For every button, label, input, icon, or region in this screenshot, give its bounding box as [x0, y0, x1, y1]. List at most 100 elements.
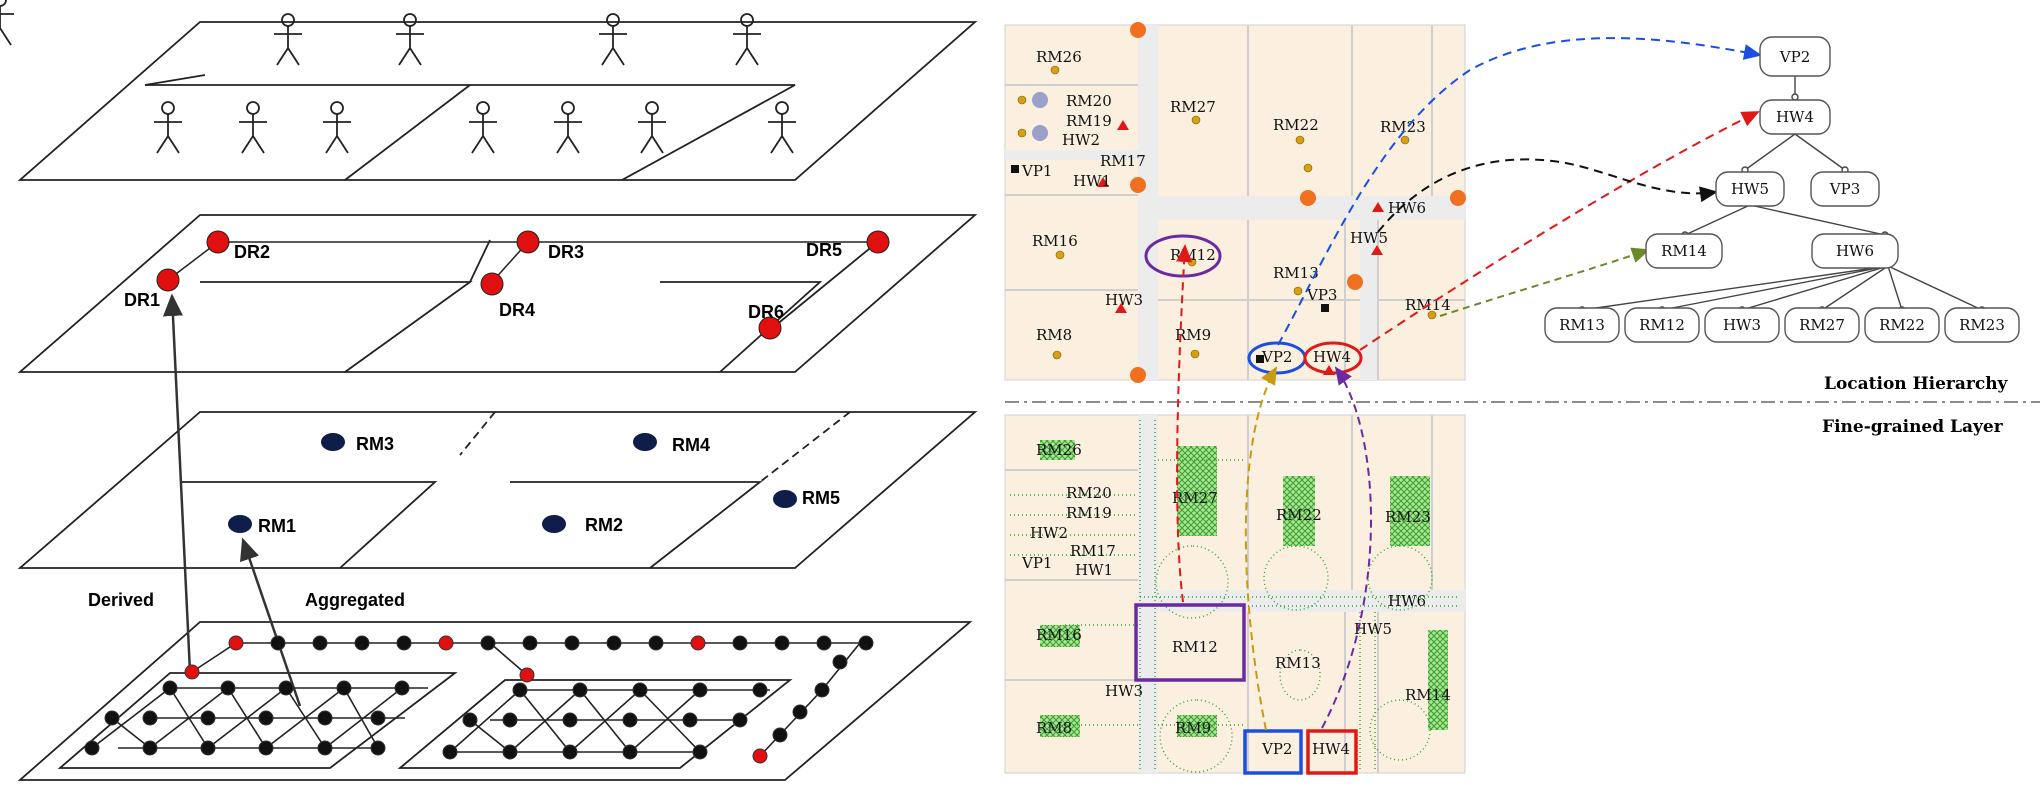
tree-node-vp3 [1810, 171, 1880, 207]
graph-node [336, 680, 352, 696]
link-hw4 [1321, 366, 1372, 729]
door-dot [866, 230, 890, 254]
graph-node [370, 710, 386, 726]
map-label: RM17 [1100, 152, 1146, 170]
tree-node-rm27 [1784, 307, 1860, 343]
graph-node [682, 712, 698, 728]
graph-node [142, 710, 158, 726]
graph-node [462, 712, 478, 728]
map-label: HW4 [1313, 348, 1351, 366]
room-layer: RM1 RM2 RM3 RM4 RM5 [228, 433, 840, 536]
tree-node-vp2 [1759, 36, 1831, 77]
graph-node [692, 744, 708, 760]
graph-node [692, 682, 708, 698]
layer-label-bottom: Fine-grained Layer [1822, 417, 2004, 437]
location-tree: VP2 HW4 HW5 VP3 RM14 HW6 RM13 RM12 HW3 R… [1544, 36, 2020, 343]
graph-node [816, 635, 832, 651]
graph-node [370, 740, 386, 756]
graph-node [317, 740, 333, 756]
tree-label: HW6 [1836, 242, 1874, 260]
door-label: DR4 [499, 300, 535, 320]
graph-node [394, 680, 410, 696]
plane-graph [17, 621, 973, 781]
graph-node [354, 635, 370, 651]
graph-node [632, 682, 648, 698]
map-label: RM16 [1032, 232, 1078, 250]
graph-node [564, 635, 580, 651]
graph-node [732, 635, 748, 651]
plane-doors [17, 214, 978, 373]
graph-network [91, 642, 862, 757]
fine-label: RM16 [1036, 626, 1082, 644]
graph-node [606, 635, 622, 651]
room-dot [633, 433, 657, 451]
tree-node-rm22 [1864, 307, 1940, 343]
plane-rooms [17, 411, 978, 569]
map-label: RM19 [1066, 112, 1112, 130]
graph-node [278, 680, 294, 696]
graph-node [442, 744, 458, 760]
map-label: VP3 [1306, 286, 1337, 304]
room-label: RM5 [802, 488, 840, 508]
tree-node-rm13 [1544, 307, 1620, 343]
fine-label: HW1 [1075, 561, 1113, 579]
map-label: RM27 [1170, 98, 1216, 116]
graph-node [562, 744, 578, 760]
tree-node-rm12 [1624, 307, 1700, 343]
tree-label: RM13 [1559, 316, 1605, 334]
fine-label: RM26 [1036, 441, 1082, 459]
plane-top [17, 21, 978, 181]
aggregated-label: Aggregated [305, 590, 405, 610]
graph-node [572, 682, 588, 698]
map-label: RM13 [1273, 264, 1319, 282]
box-hw4 [1306, 729, 1358, 775]
graph-node [142, 740, 158, 756]
tree-node-hw5 [1715, 171, 1785, 207]
fine-label: RM8 [1036, 719, 1072, 737]
map-label: HW6 [1388, 199, 1426, 217]
map-poi-icons [1130, 22, 1466, 383]
fine-label: RM9 [1175, 719, 1211, 737]
door-dot [206, 230, 230, 254]
fine-label: RM23 [1385, 508, 1431, 526]
fine-label: HW2 [1030, 524, 1068, 542]
fine-label: HW3 [1105, 682, 1143, 700]
fine-label: RM19 [1066, 504, 1112, 522]
hatched-rooms [1040, 440, 1448, 737]
map-room-dots [1017, 65, 1437, 360]
fine-label: RM13 [1275, 654, 1321, 672]
tree-label: HW3 [1723, 316, 1761, 334]
tree-node-hw3 [1704, 307, 1780, 343]
map-label: HW5 [1350, 229, 1388, 247]
fine-label: RM20 [1066, 484, 1112, 502]
graph-node [752, 682, 768, 698]
layer-label-top: Location Hierarchy [1824, 374, 2009, 394]
fine-label: RM22 [1276, 506, 1322, 524]
graph-node [648, 635, 664, 651]
fine-labels: RM26 RM20 RM19 HW2 RM17 VP1 HW1 RM27 RM2… [1021, 441, 1451, 758]
map-label: HW1 [1073, 172, 1111, 190]
graph-node [774, 635, 790, 651]
door-dot [156, 268, 180, 292]
graph-node [502, 712, 518, 728]
room-dot [321, 433, 345, 451]
fine-label: VP1 [1021, 554, 1052, 572]
room-dot [542, 515, 566, 533]
room-label: RM2 [585, 515, 623, 535]
fine-label: HW4 [1312, 740, 1350, 758]
left-layers [17, 21, 978, 781]
map-label: HW3 [1105, 291, 1143, 309]
room-label: RM3 [356, 434, 394, 454]
tree-label: VP2 [1779, 48, 1810, 66]
door-label: DR6 [748, 302, 784, 322]
link-to-rm14 [1439, 247, 1650, 317]
graph-node [104, 710, 120, 726]
tree-label: HW4 [1776, 108, 1814, 126]
tree-label: RM22 [1879, 316, 1925, 334]
fine-label: VP2 [1261, 740, 1292, 758]
fine-label: HW5 [1354, 620, 1392, 638]
graph-node [732, 712, 748, 728]
tree-label: RM23 [1959, 316, 2005, 334]
map-label: RM26 [1036, 48, 1082, 66]
door-dot [480, 272, 504, 296]
